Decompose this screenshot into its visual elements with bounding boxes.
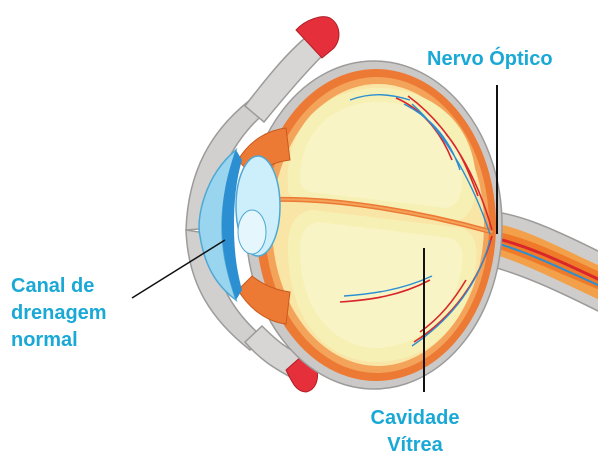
label-vitreous-cavity: Cavidade Vítrea [355,405,475,459]
label-vitreous-cavity-line-1: Cavidade [355,405,475,432]
label-drainage-canal-line-3: normal [11,327,107,354]
label-drainage-canal-line-2: drenagem [11,300,107,327]
label-vitreous-cavity-line-2: Vítrea [355,432,475,459]
label-drainage-canal-line-1: Canal de [11,273,107,300]
label-drainage-canal: Canal de drenagem normal [11,273,107,354]
lens-lower [238,210,266,254]
label-optic-nerve: Nervo Óptico [427,46,553,73]
label-optic-nerve-text: Nervo Óptico [427,46,553,73]
